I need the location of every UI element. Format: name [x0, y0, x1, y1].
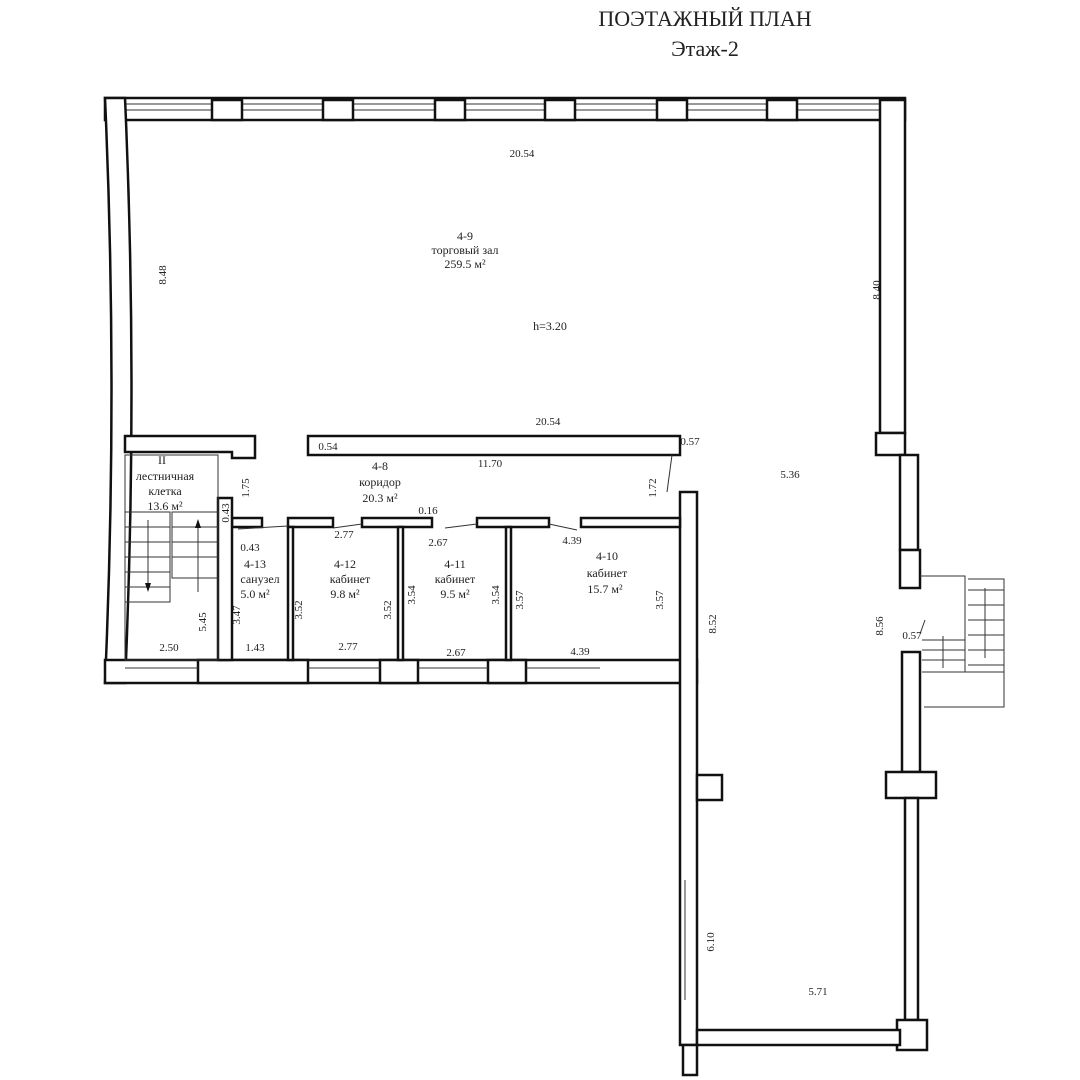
- dim-wing-top: 5.36: [780, 469, 800, 481]
- room-4-9-name: торговый зал: [431, 243, 498, 257]
- dim-wing-left: 8.52: [707, 614, 719, 633]
- dim-r410-left: 3.57: [514, 590, 526, 610]
- room-4-9-id: 4-9: [457, 229, 473, 243]
- dim-r411-bottom: 2.67: [446, 647, 466, 659]
- dim-stair-wall: 0.43: [220, 503, 232, 523]
- dim-hall-left: 8.48: [157, 265, 169, 285]
- dim-wc-wall: 0.43: [240, 542, 260, 554]
- dim-r411-right: 3.54: [490, 585, 502, 605]
- dim-stair-w: 2.50: [159, 642, 179, 654]
- room-4-10-id: 4-10: [596, 549, 618, 563]
- walls: [103, 96, 1005, 1077]
- plan-title: ПОЭТАЖНЫЙ ПЛАН Этаж-2: [560, 4, 850, 64]
- room-4-12-name: кабинет: [330, 572, 371, 586]
- dim-corr-h-right: 1.72: [647, 478, 659, 497]
- room-ii-area: 13.6 м²: [147, 499, 183, 513]
- dim-partition: 0.16: [418, 505, 438, 517]
- room-4-12-id: 4-12: [334, 557, 356, 571]
- dim-wing-lower: 6.10: [705, 932, 717, 952]
- room-4-10-area: 15.7 м²: [587, 582, 623, 596]
- room-4-10-name: кабинет: [587, 566, 628, 580]
- dim-r412-right: 3.52: [382, 600, 394, 619]
- room-4-13-id: 4-13: [244, 557, 266, 571]
- room-ii-id: II: [158, 453, 166, 467]
- dim-hall-top: 20.54: [510, 148, 535, 160]
- dimension-labels: 20.54 20.54 8.48 8.40 0.54 0.57 11.70 1.…: [157, 148, 922, 998]
- room-4-11-id: 4-11: [444, 557, 466, 571]
- room-4-9-area: 259.5 м²: [444, 257, 486, 271]
- room-ii-name-1: лестничная: [136, 469, 195, 483]
- dim-r410-bottom: 4.39: [570, 646, 590, 658]
- room-ii-name-2: клетка: [148, 484, 182, 498]
- dim-corr-right: 0.57: [680, 436, 700, 448]
- room-4-13-name: санузел: [240, 572, 279, 586]
- exterior-stair: [919, 575, 1005, 708]
- dim-r410-top: 4.39: [562, 535, 582, 547]
- plan-heading: ПОЭТАЖНЫЙ ПЛАН: [598, 6, 812, 31]
- dim-stair-h: 5.45: [197, 612, 209, 632]
- dim-wing-right: 8.56: [874, 616, 886, 636]
- dim-r410-right: 3.57: [654, 590, 666, 610]
- room-4-11-name: кабинет: [435, 572, 476, 586]
- room-4-12-area: 9.8 м²: [330, 587, 360, 601]
- dim-r412-bottom: 2.77: [338, 641, 358, 653]
- dim-wing-bottom: 5.71: [808, 986, 827, 998]
- dim-hall-bottom: 20.54: [536, 416, 561, 428]
- stair-flights: [124, 511, 219, 603]
- dim-corr-len: 11.70: [478, 458, 503, 470]
- room-4-9-height: h=3.20: [533, 319, 567, 333]
- room-4-13-area: 5.0 м²: [240, 587, 270, 601]
- dim-r411-top: 2.67: [428, 537, 448, 549]
- windows-top: [210, 98, 799, 122]
- dim-corr-h-left: 1.75: [240, 478, 252, 498]
- room-4-8-area: 20.3 м²: [362, 491, 398, 505]
- dim-entry: 0.57: [902, 630, 922, 642]
- dim-r412-left: 3.52: [293, 600, 305, 619]
- dim-r412-top: 2.77: [334, 529, 354, 541]
- dim-wc-w: 1.43: [245, 642, 265, 654]
- dim-wc-h: 3.47: [231, 605, 243, 625]
- dim-corr-left: 0.54: [318, 441, 338, 453]
- room-4-11-area: 9.5 м²: [440, 587, 470, 601]
- floor-label: Этаж-2: [671, 36, 739, 61]
- room-labels: 4-9 торговый зал 259.5 м² h=3.20 4-8 кор…: [136, 229, 628, 601]
- room-4-8-name: коридор: [359, 475, 401, 489]
- dim-r411-left: 3.54: [406, 585, 418, 605]
- room-4-8-id: 4-8: [372, 459, 388, 473]
- dim-hall-right: 8.40: [871, 280, 883, 300]
